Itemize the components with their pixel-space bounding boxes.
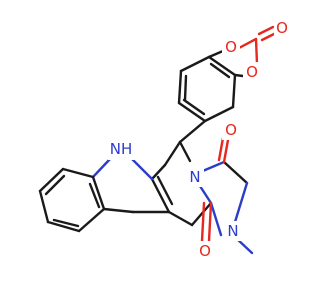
bond [233, 181, 249, 224]
bond [207, 201, 213, 243]
bond [203, 105, 235, 123]
label-bg [222, 120, 240, 140]
bond-double-inner [209, 62, 231, 79]
atom-labels: O O O NH N O N O [108, 18, 292, 261]
label-bg [243, 62, 261, 82]
bond-double-inner [183, 74, 188, 102]
label-bg [222, 37, 240, 57]
bond [209, 201, 223, 237]
bond [167, 210, 194, 227]
atom-o-amide-upper: O [225, 121, 237, 139]
atom-n-methyl: N [227, 222, 238, 240]
bond [207, 49, 225, 59]
bond [231, 73, 237, 109]
bond-double-inner [52, 218, 80, 228]
bond [260, 31, 278, 42]
atom-o-ring-bottom: O [246, 63, 258, 81]
bond [222, 160, 249, 185]
bond [190, 201, 213, 227]
bond [130, 157, 154, 181]
bond-double-inner [44, 174, 66, 196]
bond [200, 201, 206, 243]
atom-o-ring-top: O [225, 38, 237, 56]
bond-double-inner [156, 175, 174, 206]
molecular-structure: O O O NH N O N O [38, 18, 292, 261]
bond [233, 73, 245, 78]
bonds [38, 25, 278, 255]
bond [257, 25, 275, 36]
bond [77, 207, 106, 233]
bond [150, 177, 171, 214]
label-bg [108, 138, 135, 160]
atom-nh-indole: NH [110, 140, 133, 158]
bond-double-inner [182, 98, 206, 116]
bond [91, 157, 112, 179]
bond [38, 167, 65, 193]
bond [102, 207, 135, 214]
atom-o-amide-lower: O [199, 242, 211, 260]
label-bg [274, 18, 292, 38]
bond [254, 37, 259, 66]
bond [38, 189, 50, 224]
bond [163, 140, 182, 167]
label-bg [224, 221, 242, 241]
bond [46, 220, 81, 233]
bond [222, 138, 230, 164]
bond-double-inner [88, 182, 101, 209]
bond [178, 140, 192, 163]
bond [207, 55, 237, 77]
atom-n-bridge: N [189, 168, 200, 186]
bond [179, 55, 211, 73]
bond [217, 136, 225, 162]
bond [150, 163, 167, 181]
bond [178, 119, 207, 144]
bond [61, 167, 95, 179]
bond [237, 37, 258, 50]
bond [177, 101, 207, 123]
label-bg [186, 167, 204, 187]
atom-o-carbonate: O [276, 19, 288, 37]
bond [177, 69, 183, 105]
bond [91, 175, 106, 211]
label-bg [196, 241, 214, 261]
